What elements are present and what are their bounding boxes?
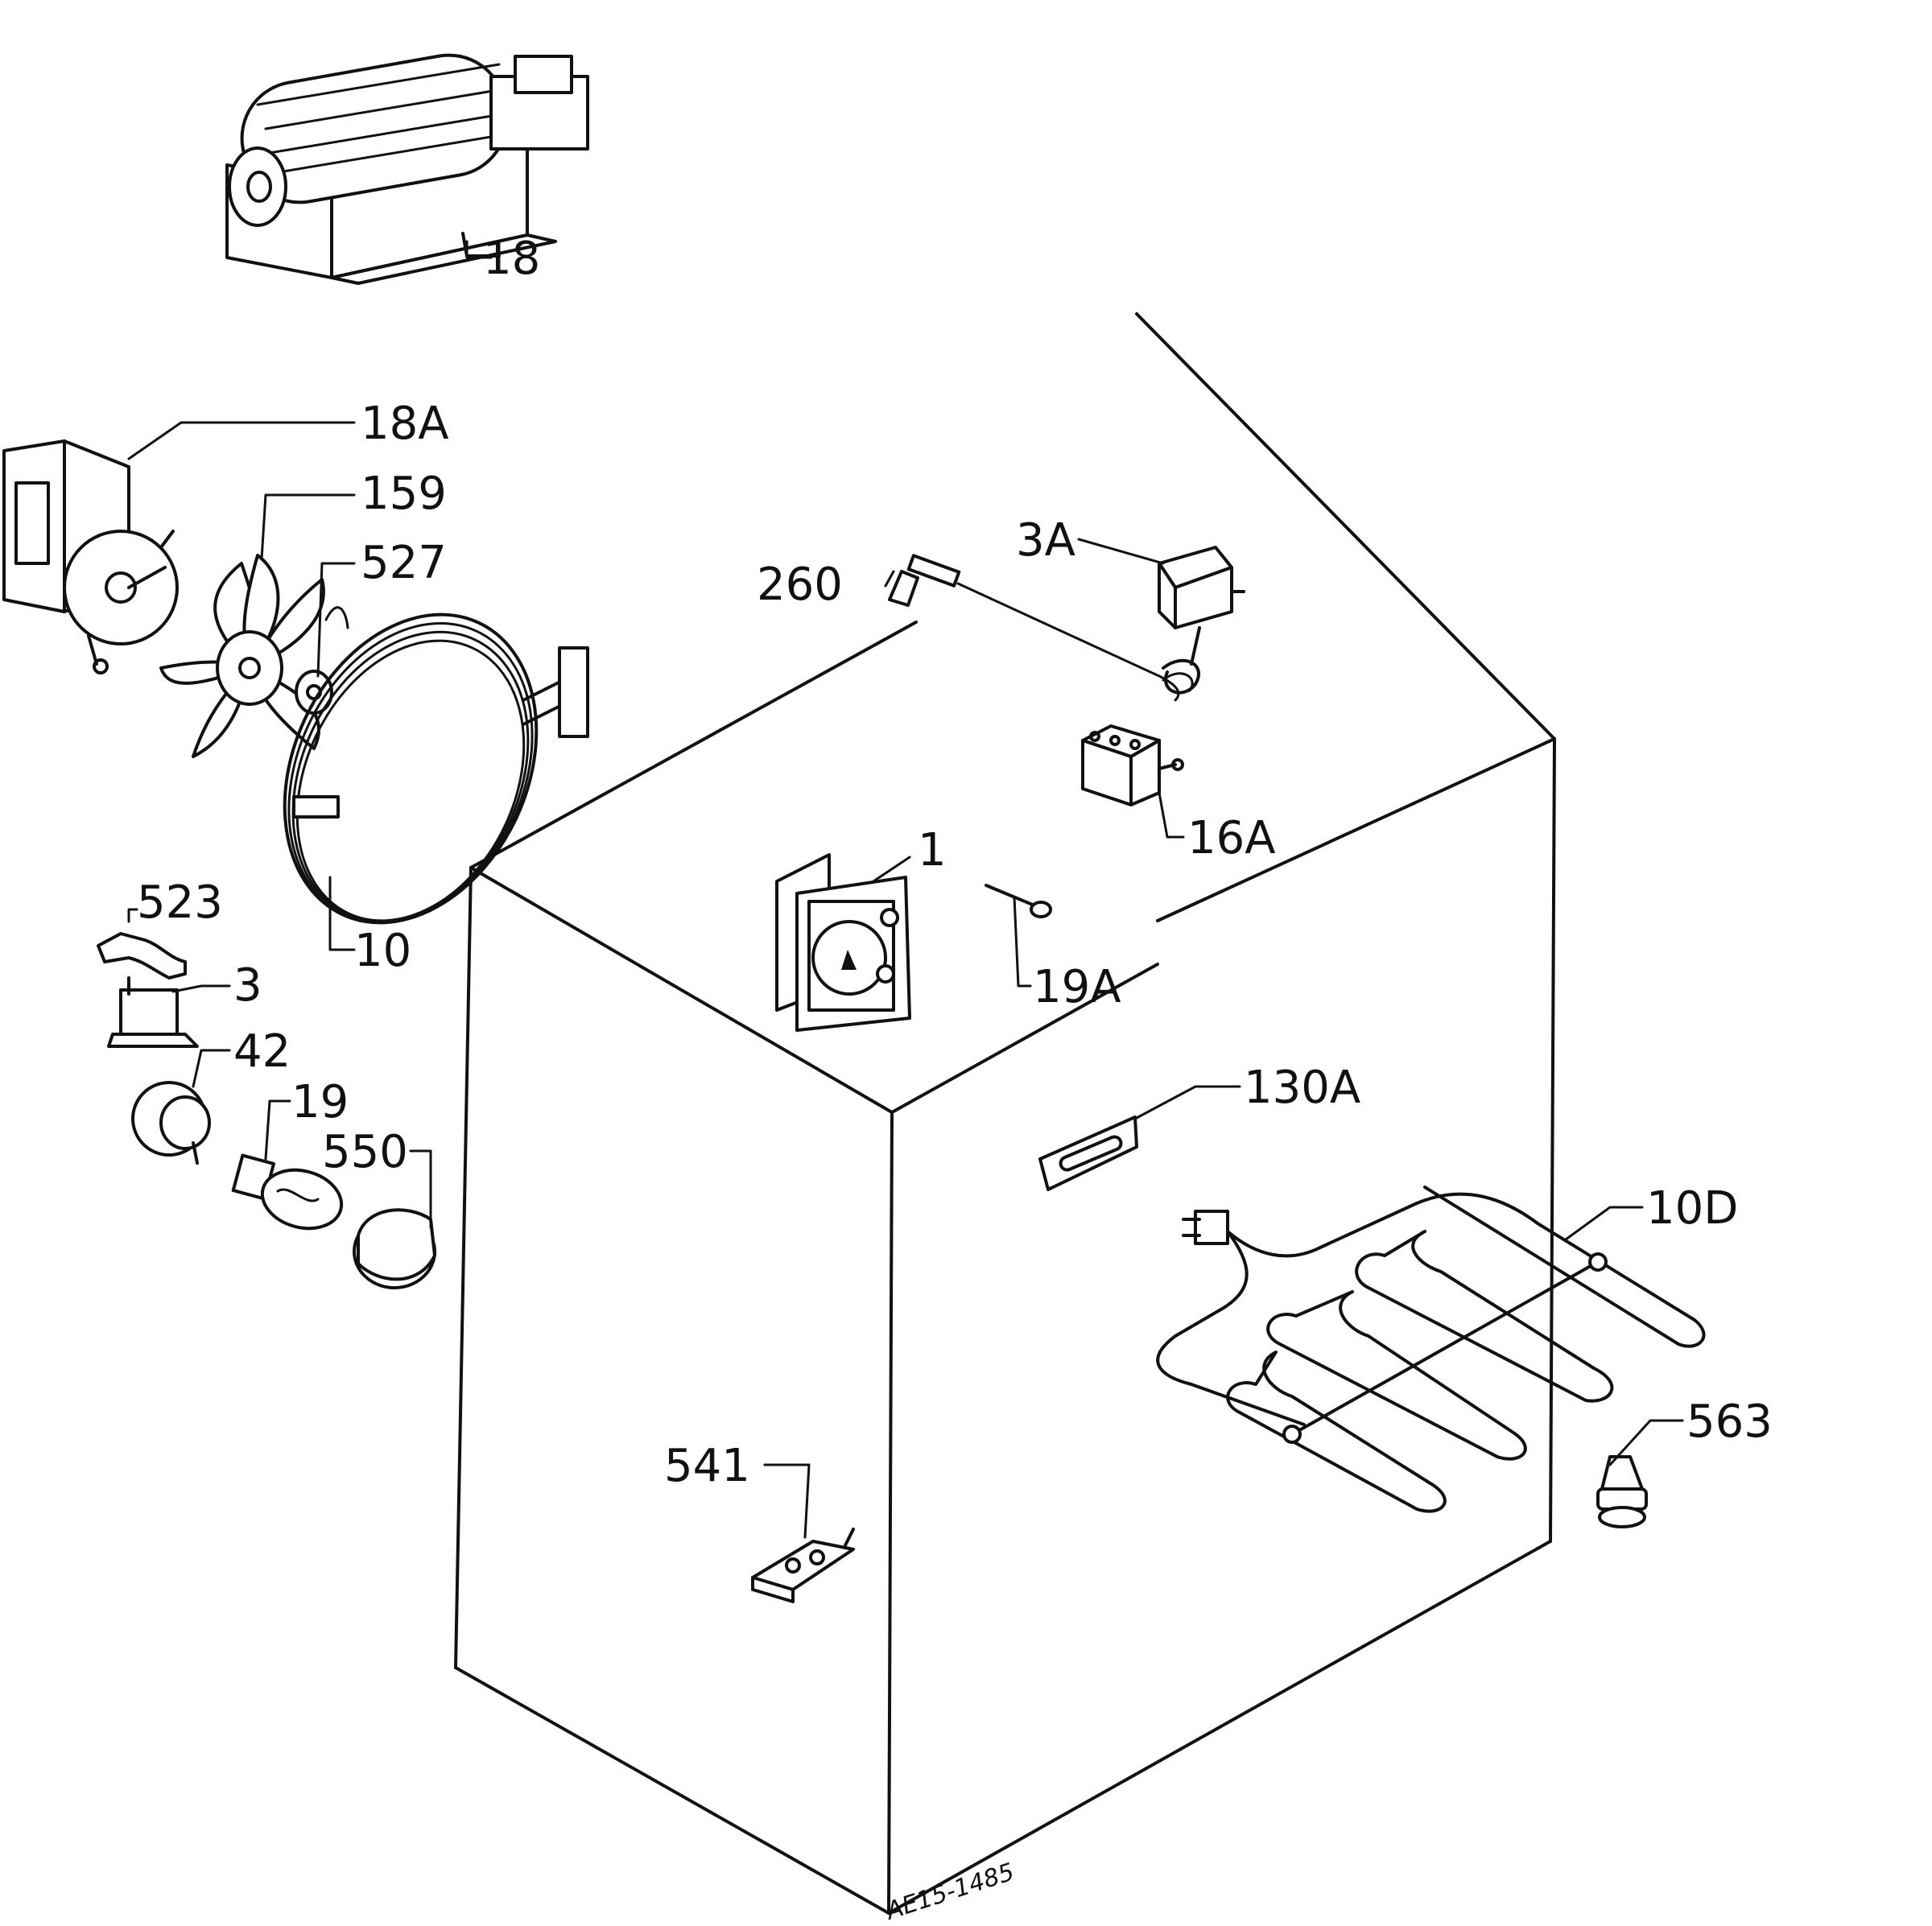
part-1-timer — [775, 853, 911, 1032]
label-16A: 16A — [1187, 812, 1276, 864]
part-19-lamp-bulb — [231, 1153, 344, 1231]
label-563: 563 — [1686, 1396, 1773, 1448]
label-18A: 18A — [361, 398, 449, 450]
label-130A: 130A — [1244, 1062, 1360, 1114]
label-10: 10 — [354, 925, 411, 977]
label-527: 527 — [361, 537, 447, 589]
label-42: 42 — [233, 1025, 291, 1078]
drawing-code: AE15-1485 — [881, 1858, 1018, 1926]
label-159: 159 — [361, 468, 447, 520]
label-3A: 3A — [1016, 514, 1075, 567]
part-labels: 18 18A 159 527 260 3A 16A 1 19A 523 10 3… — [137, 233, 1773, 1926]
part-550-lamp-cover — [353, 1208, 436, 1289]
part-10D-grill-element — [1156, 1186, 1706, 1513]
part-130A-seal — [1038, 1116, 1138, 1191]
part-260-probe — [888, 554, 1200, 702]
label-523: 523 — [137, 876, 223, 929]
label-541: 541 — [664, 1440, 750, 1492]
part-18A-fan-motor — [2, 439, 179, 674]
part-3A-thermostat-switch — [1158, 546, 1245, 666]
part-19A-sensor — [985, 884, 1052, 918]
part-563-knob — [1596, 1455, 1648, 1528]
label-550: 550 — [322, 1126, 408, 1178]
label-3: 3 — [233, 959, 262, 1012]
label-1: 1 — [918, 824, 947, 876]
part-16A-selector-switch — [1081, 724, 1184, 806]
label-18: 18 — [483, 233, 540, 285]
label-10D: 10D — [1646, 1182, 1738, 1235]
part-18-tangential-fan — [225, 53, 589, 285]
part-523-bracket — [97, 932, 187, 979]
part-3-thermostat — [107, 976, 199, 1048]
label-19: 19 — [291, 1076, 349, 1128]
label-19A: 19A — [1033, 961, 1121, 1013]
part-42-lamp-holder — [131, 1081, 211, 1165]
part-159-fan-blade — [159, 554, 325, 758]
label-260: 260 — [757, 559, 843, 611]
oven-cabinet — [454, 312, 1556, 1915]
part-541-door-lock — [751, 1528, 855, 1603]
leader-lines — [127, 240, 1684, 1539]
part-10-circular-heating-element — [283, 612, 589, 925]
